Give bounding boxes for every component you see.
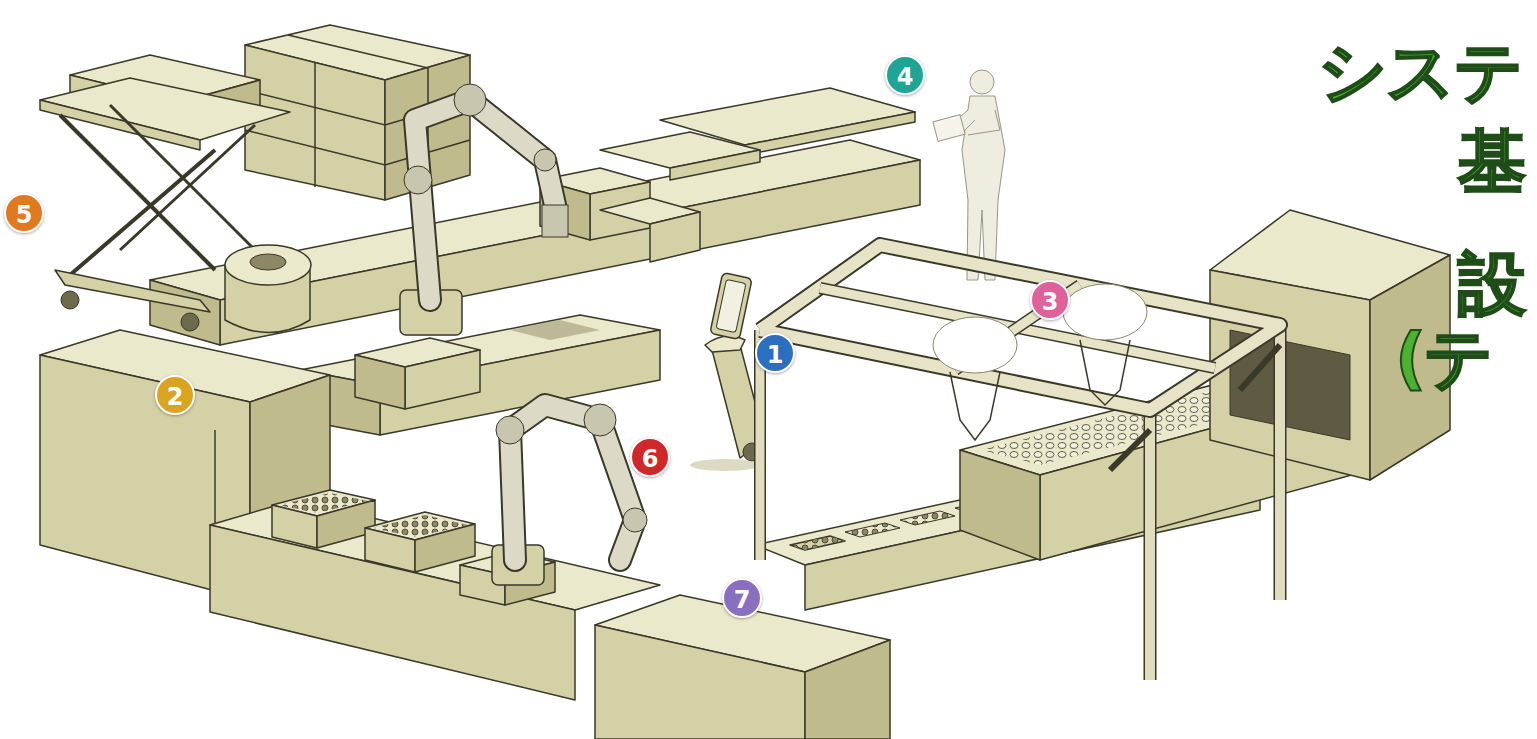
back-conveyor <box>745 112 915 155</box>
robot-arm <box>496 416 524 444</box>
scissor-lift <box>55 270 210 312</box>
scissor-lift <box>40 100 200 150</box>
robot-arm <box>534 149 556 171</box>
delta-robot-frame <box>1144 410 1157 680</box>
robot-arm <box>584 404 616 436</box>
callout-number: 6 <box>630 437 670 477</box>
delta-robot-frame <box>950 372 1000 440</box>
robot-arm <box>454 84 486 116</box>
back-conveyor <box>670 150 760 180</box>
box-stack <box>288 35 428 68</box>
middle-conveyor <box>300 315 660 435</box>
front-conveyor <box>272 505 317 548</box>
delta-robot-frame <box>1145 410 1155 680</box>
robot-arm <box>415 100 555 300</box>
right-conveyor <box>900 511 955 525</box>
tablet-robot <box>705 336 745 352</box>
scissor-lift <box>70 150 215 275</box>
agv-robot <box>225 245 311 333</box>
delta-robot-frame <box>933 317 1017 373</box>
scissor-lift <box>181 313 199 331</box>
robot-arm <box>510 405 635 560</box>
heading-text: 基 <box>1458 128 1524 196</box>
callout-number: 5 <box>4 193 44 233</box>
worker-figure <box>933 70 1005 280</box>
middle-conveyor <box>355 355 405 409</box>
heading-text: システ <box>1318 38 1522 106</box>
machine-block <box>595 625 805 739</box>
right-conveyor <box>845 523 900 537</box>
delta-robot-frame <box>1275 325 1285 600</box>
box-stack <box>245 130 470 165</box>
delta-robot-frame <box>1063 284 1147 340</box>
robot-arm <box>542 205 568 237</box>
front-conveyor <box>210 490 660 700</box>
callout-number: 7 <box>722 578 762 618</box>
front-conveyor <box>365 528 415 572</box>
middle-conveyor <box>510 320 600 340</box>
delta-robot-frame <box>760 245 1280 680</box>
heading-text: 設 <box>1458 250 1524 318</box>
robot-arm <box>400 84 568 335</box>
tablet-robot <box>690 273 765 471</box>
agv-robot <box>250 254 286 270</box>
box-stack <box>245 45 385 200</box>
heading-text: (テ <box>1395 325 1492 393</box>
scissor-lift <box>120 125 255 250</box>
callout-number: 2 <box>155 375 195 415</box>
box-stack <box>314 62 316 187</box>
delta-robot-frame <box>1240 345 1280 390</box>
worker-figure <box>968 110 1000 135</box>
delta-robot-frame <box>760 245 1280 410</box>
robot-arm <box>415 100 555 300</box>
tablet-robot <box>710 273 752 340</box>
right-conveyor <box>790 536 845 550</box>
robot-arm <box>492 404 647 585</box>
callout-number: 4 <box>885 55 925 95</box>
middle-conveyor <box>405 350 480 409</box>
worker-figure <box>970 70 994 94</box>
callout-number: 1 <box>755 333 795 373</box>
agv-robot <box>225 245 311 285</box>
delta-robot-frame <box>1110 430 1150 470</box>
inspection-tunnel <box>1210 270 1370 480</box>
right-conveyor <box>790 536 845 550</box>
scissor-lift <box>110 105 255 250</box>
robot-arm <box>510 405 635 560</box>
scissor-lift <box>60 115 215 270</box>
delta-robot-frame <box>1274 325 1287 600</box>
delta-robot-frame <box>760 245 1280 410</box>
scissor-lift <box>61 291 79 309</box>
tablet-robot <box>690 459 760 471</box>
machine-block <box>805 640 890 739</box>
robot-arm <box>623 508 647 532</box>
delta-robot-frame <box>1080 340 1130 405</box>
back-conveyor <box>650 212 700 262</box>
worker-figure <box>933 115 965 142</box>
callout-number: 3 <box>1030 280 1070 320</box>
right-conveyor <box>960 450 1040 560</box>
tablet-robot <box>716 279 746 332</box>
robot-arm <box>404 166 432 194</box>
